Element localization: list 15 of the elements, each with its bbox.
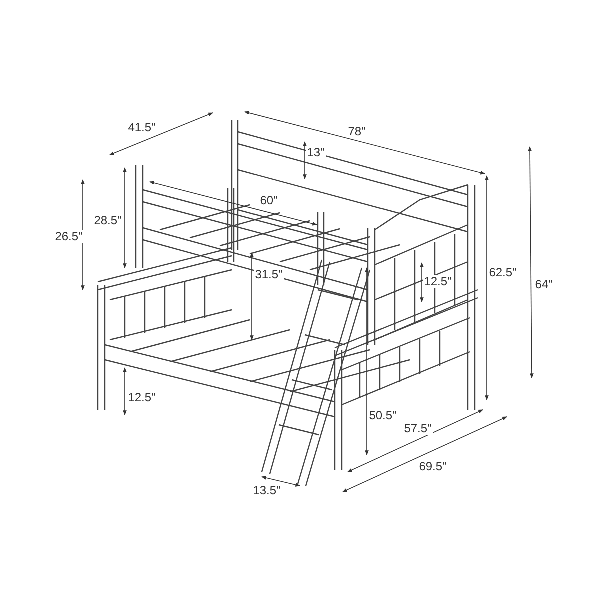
dimension-label: 69.5" xyxy=(418,460,448,474)
dimension-label: 13" xyxy=(306,146,326,160)
dimension-label: 12.5" xyxy=(423,276,453,288)
dimension-label: 50.5" xyxy=(368,410,398,422)
dimension-label: 57.5" xyxy=(403,422,433,436)
dimension-label: 78" xyxy=(347,126,367,138)
dimension-label: 31.5" xyxy=(254,268,284,282)
dimension-label: 13.5" xyxy=(252,484,282,498)
dimension-label: 12.5" xyxy=(127,392,157,404)
dimension-label: 60" xyxy=(259,194,279,208)
dimension-label: 28.5" xyxy=(93,214,123,228)
dimension-label: 62.5" xyxy=(488,266,518,280)
dimension-label: 64" xyxy=(534,278,554,292)
dimension-label: 41.5" xyxy=(127,122,157,134)
dimension-label: 26.5" xyxy=(54,230,84,244)
